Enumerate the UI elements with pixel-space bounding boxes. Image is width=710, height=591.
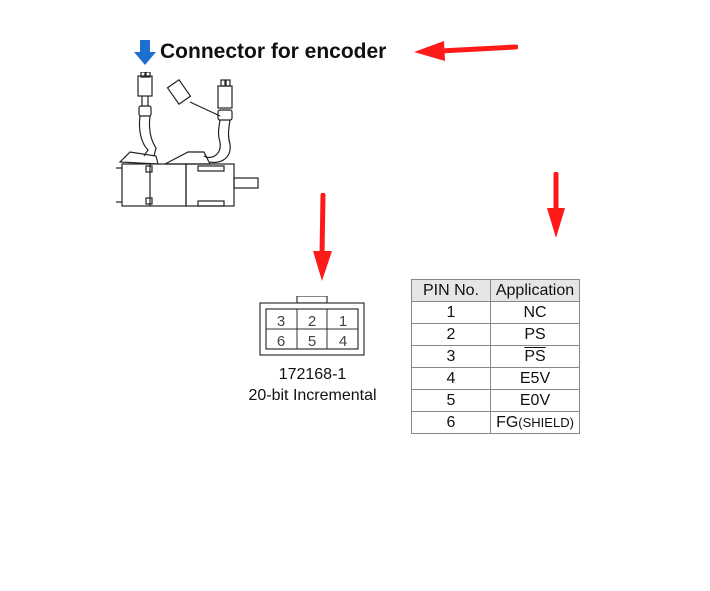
pin-application: E0V <box>490 389 580 412</box>
pin-number: 2 <box>411 323 491 346</box>
pin-application: NC <box>490 301 580 324</box>
pin-label: 1 <box>339 313 347 330</box>
connector-part-number: 172168-1 <box>278 366 347 383</box>
pin-assignment-table: PIN No. Application 1 NC 2 PS 3 PS 4 E5V… <box>411 279 580 434</box>
pin-application: PS <box>490 323 580 346</box>
pin-number: 5 <box>411 389 491 412</box>
pin-label: 6 <box>277 333 285 350</box>
pin-application-inverted: PS <box>524 347 546 365</box>
pin-label: 3 <box>277 313 285 330</box>
red-down-arrow-icon <box>547 172 565 238</box>
pin-number: 1 <box>411 301 491 324</box>
column-header-pin: PIN No. <box>411 279 491 302</box>
motor-illustration <box>116 72 259 207</box>
pin-label: 5 <box>308 333 316 350</box>
blue-down-arrow-icon <box>134 40 156 65</box>
table-row: 5 E0V <box>411 389 580 412</box>
table-header-row: PIN No. Application <box>411 279 580 302</box>
connector-pinout-diagram: 3 2 1 6 5 4 <box>259 296 365 356</box>
pin-number: 3 <box>411 345 491 368</box>
pin-number: 4 <box>411 367 491 390</box>
pin-label: 2 <box>308 313 316 330</box>
table-row: 6 FG(SHIELD) <box>411 411 580 434</box>
encoder-type: 20-bit Incremental <box>248 387 377 404</box>
pin-number: 6 <box>411 411 491 434</box>
table-row: 4 E5V <box>411 367 580 390</box>
table-row: 2 PS <box>411 323 580 346</box>
table-row: 3 PS <box>411 345 580 368</box>
column-header-application: Application <box>490 279 580 302</box>
red-left-arrow-icon <box>414 41 518 61</box>
pin-application: FG <box>496 413 519 431</box>
table-row: 1 NC <box>411 301 580 324</box>
red-down-arrow-icon <box>313 193 332 281</box>
pin-application-suffix: (SHIELD) <box>518 414 574 430</box>
pin-application: E5V <box>490 367 580 390</box>
section-title: Connector for encoder <box>160 40 387 63</box>
pin-label: 4 <box>339 333 347 350</box>
